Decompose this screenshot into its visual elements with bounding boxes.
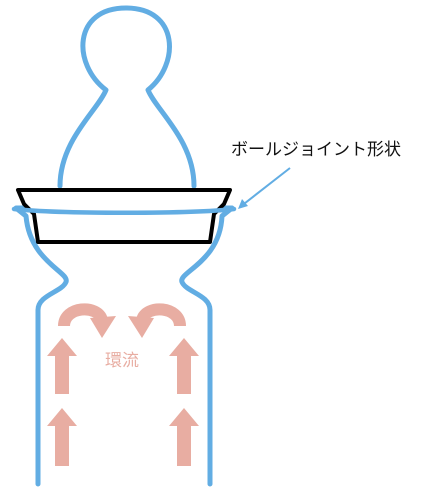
bottle-body-outline — [13, 205, 235, 487]
curved-flow-arrows — [58, 303, 186, 338]
collar-ring — [16, 188, 232, 244]
right-lower-up-arrow-icon — [169, 408, 199, 466]
left-lower-up-arrow-icon — [47, 408, 77, 466]
flow-label: 環流 — [105, 351, 139, 371]
nipple-outline — [57, 5, 197, 189]
callout-pointer-line — [239, 167, 291, 208]
left-curved-arrow-icon — [58, 303, 108, 328]
left-upper-up-arrow-icon — [47, 338, 77, 394]
right-curved-arrow-icon — [136, 303, 186, 328]
flow-arrows — [47, 338, 199, 466]
right-upper-up-arrow-icon — [169, 338, 199, 394]
ball-joint-line — [11, 206, 237, 215]
callout-label: ボールジョイント形状 — [231, 140, 401, 160]
right-curved-arrow-head — [128, 316, 154, 338]
callout-pointer-arrowhead — [238, 199, 248, 209]
left-curved-arrow-head — [90, 316, 116, 338]
